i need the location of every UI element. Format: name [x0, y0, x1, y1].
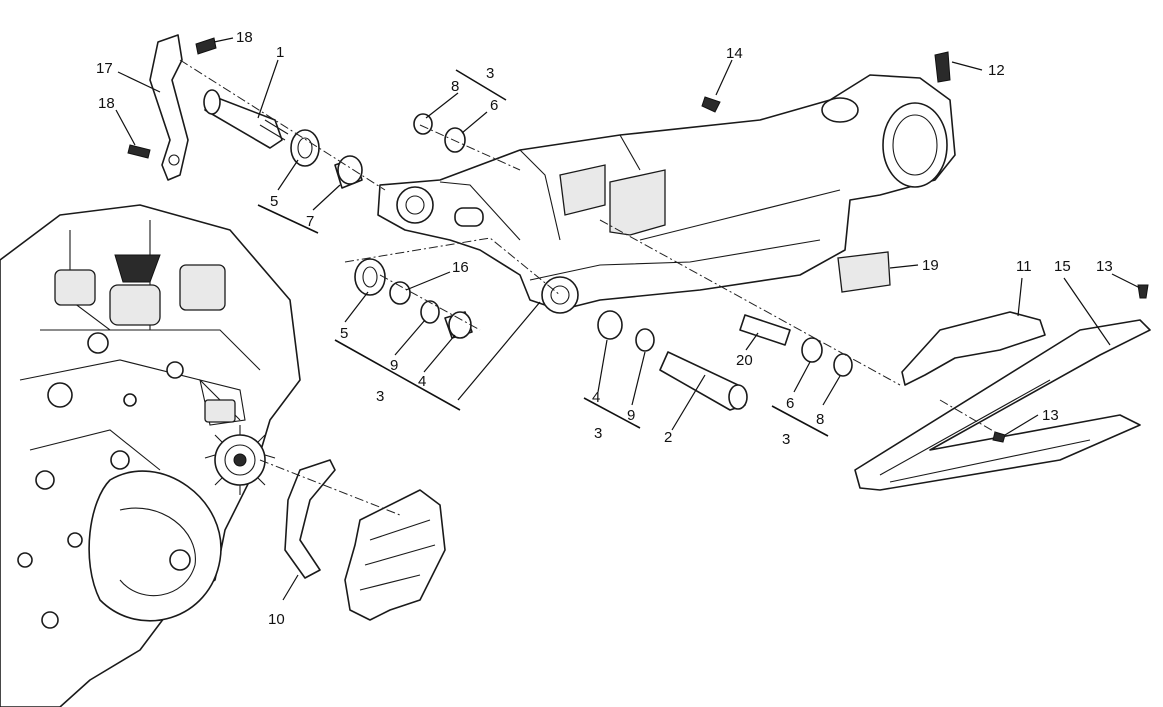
- callout-12: 12: [988, 62, 1005, 79]
- callout-3-center: 3: [594, 425, 602, 442]
- callout-19: 19: [922, 257, 939, 274]
- callout-4-right: 4: [592, 389, 600, 406]
- callout-11: 11: [1016, 258, 1032, 275]
- callout-6-lower: 6: [786, 395, 794, 412]
- callout-15: 15: [1054, 258, 1071, 275]
- callout-17: 17: [96, 60, 113, 77]
- callout-6-upper: 6: [490, 97, 498, 114]
- parts: [127, 34, 1151, 621]
- callout-18-left: 18: [98, 95, 115, 112]
- callout-3-left: 3: [376, 388, 384, 405]
- callout-4-left: 4: [418, 373, 426, 390]
- assembly-lines: [179, 59, 1001, 516]
- callout-13-lower: 13: [1042, 407, 1059, 424]
- callout-labels: 18 1 17 18 5 7 3 8 6 14 12 16 5 9 4 3 19…: [96, 29, 1113, 628]
- callout-14: 14: [726, 45, 743, 62]
- callout-8-lower: 8: [816, 411, 824, 428]
- engine-block: [0, 204, 301, 707]
- callout-9-left: 9: [390, 357, 398, 374]
- callout-5-upper: 5: [270, 193, 278, 210]
- callout-8-upper: 8: [451, 78, 459, 95]
- callout-13-top: 13: [1096, 258, 1113, 275]
- swingarm: [377, 74, 956, 314]
- callout-18-top: 18: [236, 29, 253, 46]
- callout-16: 16: [452, 259, 469, 276]
- callout-5-lower: 5: [340, 325, 348, 342]
- leader-lines: [115, 37, 1141, 601]
- callout-20: 20: [736, 352, 753, 369]
- set-brackets: [257, 69, 829, 437]
- callout-2: 2: [664, 429, 672, 446]
- callout-3-upper: 3: [486, 65, 494, 82]
- callout-1: 1: [276, 44, 284, 61]
- callout-3-right: 3: [782, 431, 790, 448]
- callout-9-right: 9: [627, 407, 635, 424]
- callout-10: 10: [268, 611, 285, 628]
- callout-7: 7: [306, 213, 314, 230]
